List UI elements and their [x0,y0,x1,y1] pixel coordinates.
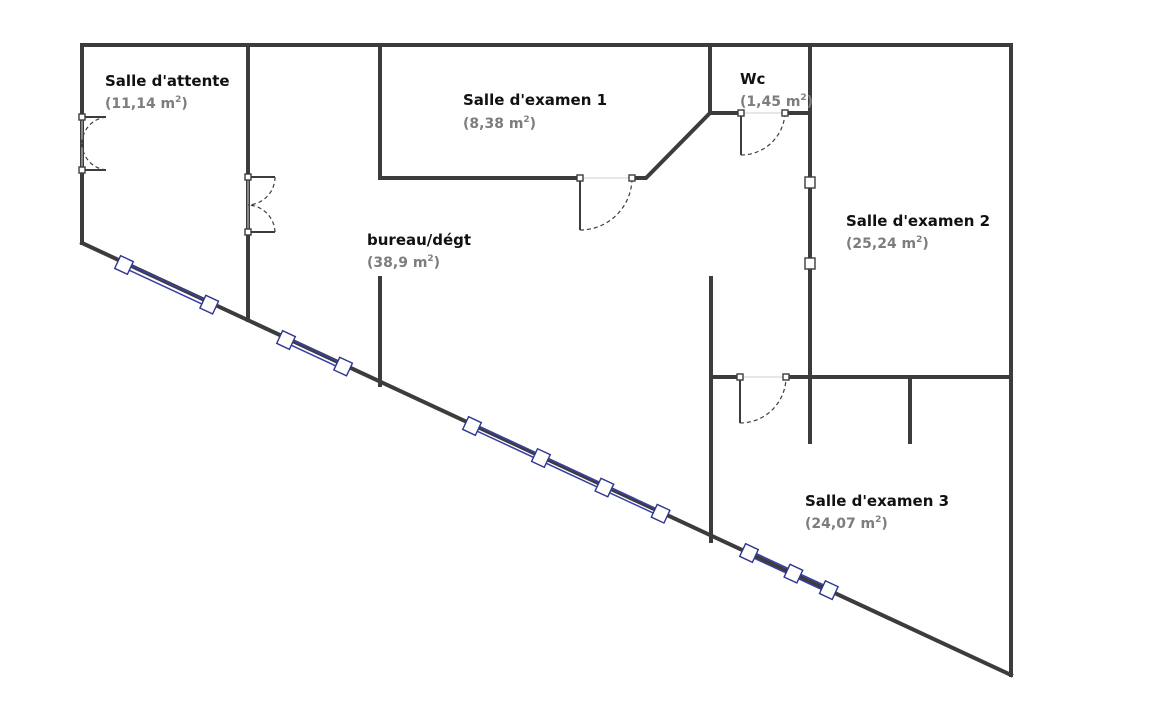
room-name: Salle d'attente [105,72,230,90]
room-name: Salle d'examen 3 [805,492,949,510]
room-bureau-degt: bureau/dégt (38,9 m2) [367,231,471,271]
room-area: (24,07 m2) [805,515,888,532]
room-area: (11,14 m2) [105,95,188,112]
door-wc [737,109,789,156]
room-area: (8,38 m2) [463,115,536,132]
windows [113,254,840,601]
room-name: Salle d'examen 2 [846,212,990,230]
door-attente-bureau [244,173,276,236]
room-name: Wc [740,70,765,88]
door-examen1 [576,174,636,231]
room-salle-examen-2: Salle d'examen 2 (25,24 m2) [846,212,990,252]
room-area: (38,9 m2) [367,254,440,271]
room-salle-examen-1: Salle d'examen 1 (8,38 m2) [463,91,607,132]
wall-examen1-diagonal [630,111,743,180]
window-2 [275,329,354,377]
door-examen3 [736,373,790,424]
room-salle-attente: Salle d'attente (11,14 m2) [105,72,230,112]
room-name: Salle d'examen 1 [463,91,607,109]
room-name: bureau/dégt [367,231,471,249]
window-4 [738,542,840,601]
room-salle-examen-3: Salle d'examen 3 (24,07 m2) [805,492,949,532]
door-attente-entry [78,113,107,174]
outer-wall-top-left [80,43,1013,677]
wall-examen1 [378,43,582,180]
room-wc: Wc (1,45 m2) [740,70,813,110]
window-1 [113,254,220,315]
window-3 [461,415,671,524]
room-area: (1,45 m2) [740,93,813,110]
walls [79,43,1014,678]
doors [78,109,816,424]
partition-examen2 [804,176,816,270]
room-area: (25,24 m2) [846,235,929,252]
room-labels: Salle d'attente (11,14 m2) Salle d'exame… [105,70,990,532]
